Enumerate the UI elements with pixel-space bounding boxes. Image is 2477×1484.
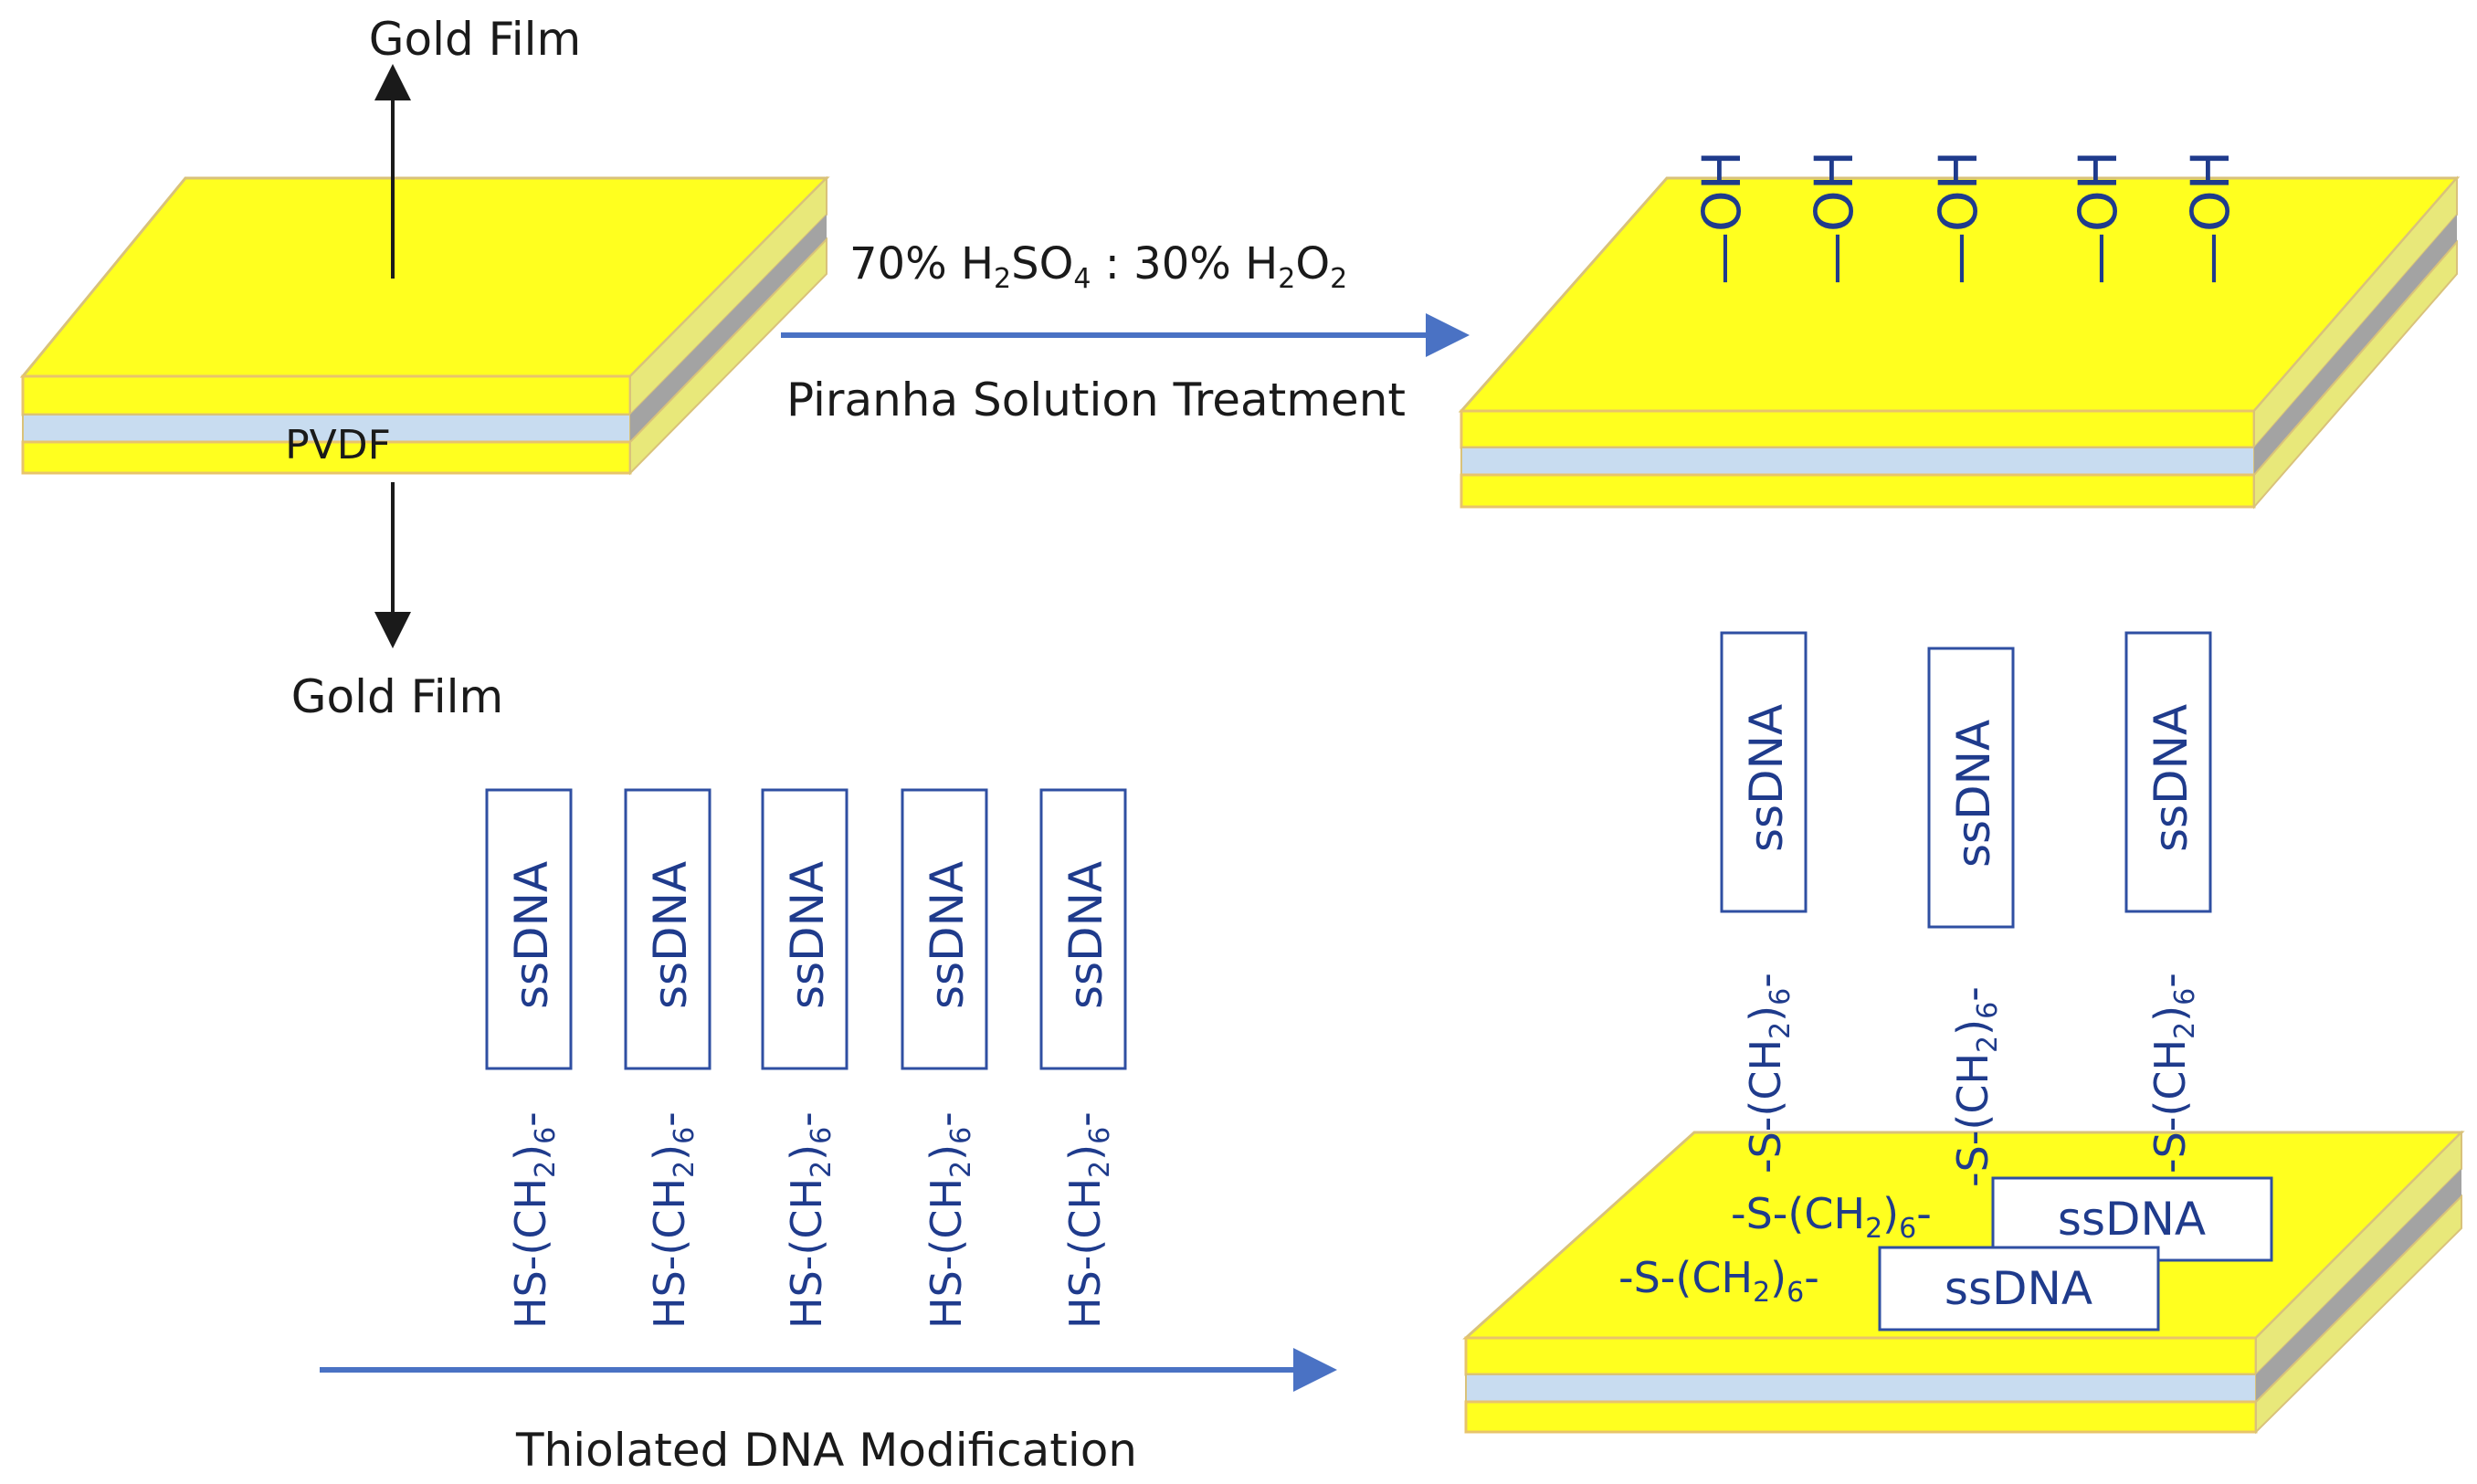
hydroxyl-group: —OH [2179, 151, 2241, 285]
ssdna-label: ssDNA [1947, 720, 2000, 868]
thiol-linker-label: HS-(CH2)6- [506, 1111, 562, 1329]
immobilized-probe: ssDNA -S-(CH2)6- [1720, 631, 1808, 1174]
gold-front-layer-upper-3 [1464, 1336, 2258, 1376]
gold-front-layer-lower [21, 440, 632, 475]
thiol-probe: ssDNA HS-(CH2)6- [761, 788, 849, 1329]
thiol-probe: ssDNA HS-(CH2)6- [485, 788, 573, 1329]
label-piranha-ratio: 70% H2SO4 : 30% H2O2 [849, 238, 1347, 295]
ssdna-box [1878, 1246, 2160, 1331]
thiol-linker-label: HS-(CH2)6- [922, 1111, 977, 1329]
ssdna-box [624, 788, 711, 1070]
gold-front-layer-lower-2 [1460, 473, 2256, 509]
ssdna-box [1720, 631, 1808, 913]
gold-front-layer-upper [21, 374, 632, 416]
side-face-pvdf-2 [2254, 215, 2457, 475]
thiolated-probe-set: ssDNA HS-(CH2)6- ssDNA HS-(CH2)6- ssDNA … [485, 788, 1127, 1329]
ssdna-label: ssDNA [1059, 861, 1112, 1009]
pvdf-front-layer-3 [1465, 1373, 2257, 1403]
side-face-gold-lower [629, 237, 827, 476]
immobilized-probe: ssDNA -S-(CH2)6- [2124, 631, 2212, 1174]
lying-linker-label: -S-(CH2)6- [1731, 1189, 1932, 1245]
thiol-probe: ssDNA HS-(CH2)6- [1039, 788, 1127, 1329]
side-face-gold-lower-3 [2255, 1194, 2462, 1435]
ssdna-box [2124, 631, 2212, 913]
ssdna-label: ssDNA [644, 861, 697, 1009]
thiol-linker-label: HS-(CH2)6- [645, 1111, 701, 1329]
lying-probe: ssDNA -S-(CH2)6- [1618, 1246, 2160, 1331]
ssdna-label: ssDNA [1945, 1262, 2092, 1315]
ssdna-label: ssDNA [2058, 1193, 2206, 1246]
lying-linker-label: -S-(CH2)6- [1618, 1253, 1819, 1309]
thiol-linker-label: HS-(CH2)6- [782, 1111, 838, 1329]
hydroxylated-film-stack [1458, 175, 2461, 510]
label-piranha-treatment: Piranha Solution Treatment [786, 374, 1406, 426]
untreated-film-stack [19, 175, 830, 476]
ssdna-box [485, 788, 573, 1070]
hydroxyl-group: —OH [1691, 151, 1753, 285]
thiol-probe: ssDNA HS-(CH2)6- [901, 788, 988, 1329]
ssdna-label: ssDNA [1740, 704, 1793, 852]
ssdna-label: ssDNA [921, 861, 974, 1009]
ssdna-box [761, 788, 849, 1070]
hydroxyl-group: —OH [1927, 151, 1989, 285]
side-face-pvdf [630, 215, 827, 442]
hydroxyl-groups: —OH —OH —OH —OH —OH [1691, 151, 2241, 285]
thiol-linker-label: HS-(CH2)6- [1060, 1111, 1116, 1329]
hydroxyl-group: —OH [2067, 151, 2129, 285]
immobilized-linker-label: -S-(CH2)6- [1741, 973, 1797, 1174]
hydroxyl-group: —OH [1803, 151, 1865, 285]
label-gold-film-bottom: Gold Film [291, 670, 503, 723]
ssdna-label: ssDNA [2145, 704, 2198, 852]
immobilized-probe: ssDNA -S-(CH2)6- [1927, 647, 2015, 1187]
immobilized-linker-label: -S-(CH2)6- [1948, 986, 2004, 1187]
ssdna-label: ssDNA [505, 861, 558, 1009]
side-face-gold-lower-2 [2253, 239, 2458, 510]
pvdf-front-layer-2 [1460, 447, 2255, 476]
label-gold-film-top: Gold Film [369, 13, 581, 66]
lying-probe-set: ssDNA -S-(CH2)6- ssDNA -S-(CH2)6- [1618, 1176, 2273, 1331]
label-thiolated-modification: Thiolated DNA Modification [515, 1424, 1137, 1477]
immobilized-probe-set: ssDNA -S-(CH2)6- ssDNA -S-(CH2)6- ssDNA … [1720, 631, 2212, 1187]
thiol-probe: ssDNA HS-(CH2)6- [624, 788, 711, 1329]
label-pvdf: PVDF [285, 422, 391, 468]
side-face-pvdf-3 [2256, 1169, 2461, 1402]
gold-front-layer-lower-3 [1464, 1400, 2258, 1434]
ssdna-box [901, 788, 988, 1070]
ssdna-label: ssDNA [781, 861, 834, 1009]
ssdna-box [1927, 647, 2015, 929]
gold-front-layer-upper-2 [1460, 409, 2256, 449]
immobilized-linker-label: -S-(CH2)6- [2145, 973, 2201, 1174]
ssdna-box [1039, 788, 1127, 1070]
